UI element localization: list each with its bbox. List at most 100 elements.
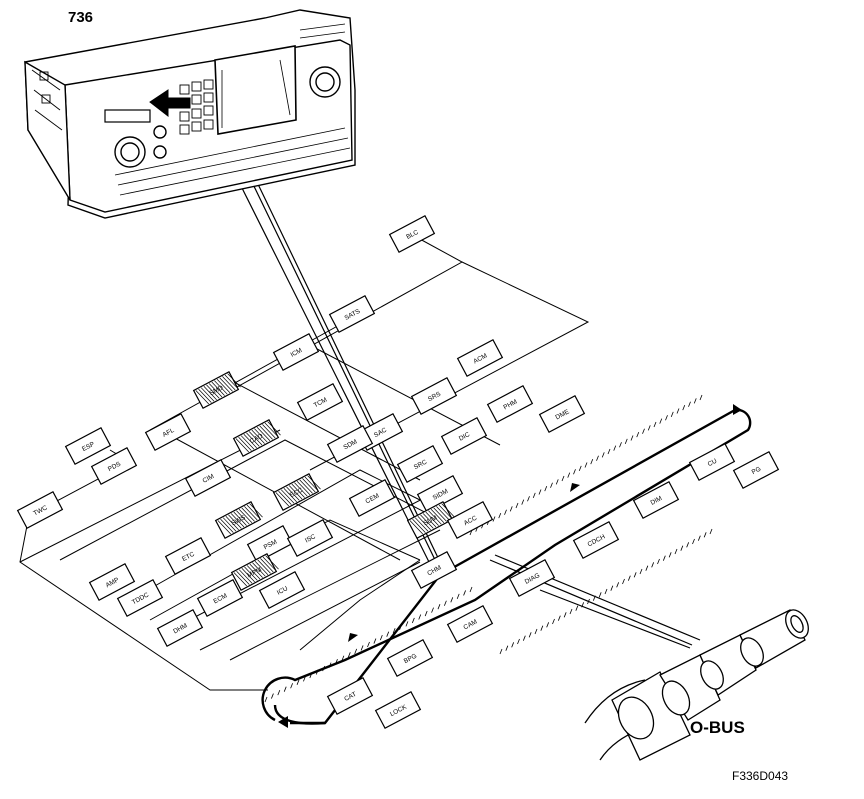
tick [418,614,422,620]
node-label: ICM [290,347,304,359]
control-unit-acc: ACC [446,500,494,540]
control-unit-mpm: MPM [230,552,279,592]
node-box [572,520,620,560]
tick [676,408,680,414]
node-label: DIM [650,495,664,507]
tick [411,617,415,624]
tick [322,665,326,672]
control-unit-pds: PDS [90,446,138,486]
node-hatch [222,376,236,391]
node-box [144,412,192,452]
node-hatch [233,572,248,587]
tick [544,485,548,492]
node-label: ICU [276,585,289,597]
tick [639,568,643,575]
node-box [116,578,164,618]
node-box [410,550,458,590]
tick [662,555,666,561]
node-hatch [257,559,271,574]
node-hatch [246,432,260,447]
control-unit-chm: CHM [410,550,458,590]
tick [264,696,268,703]
node-hatch [235,438,250,453]
node-box [632,480,680,520]
node-box [258,570,306,610]
node-hatch [417,516,431,531]
node-hatch [296,480,311,496]
tick [283,686,287,692]
control-unit-cad: CAD [232,418,281,458]
tick [399,624,402,630]
node-hatch [249,503,263,518]
tick [630,435,634,441]
tick [590,458,594,465]
control-unit-ecm: ECM [196,578,244,618]
node-box [156,608,204,648]
control-unit-acm: ACM [456,338,504,378]
control-unit-nodes: BLCSATSACMICMSRSPHMDMESMDAFLESPPDSTCMCAD… [16,214,780,730]
control-unit-lock: LOCK [374,690,422,730]
node-hatch [283,488,297,503]
tick [610,585,614,591]
node-box [348,478,396,518]
tick [271,693,274,699]
tick [627,575,631,581]
tick [379,634,383,641]
tick [668,552,672,558]
tick [527,496,530,502]
node-hatch [262,424,276,439]
tick [616,582,620,588]
tick [517,638,520,645]
node-label: DIC [458,431,471,443]
node-hatch [233,511,247,526]
tick [596,455,599,461]
node-box [446,500,494,540]
node-hatch [307,475,321,490]
control-unit-twc: TWC [16,490,64,530]
tick [651,562,655,568]
node-box [272,472,320,512]
control-unit-diag: DIAG [508,558,556,598]
tick [569,608,573,615]
tick [424,610,428,617]
node-hatch [304,476,319,491]
tick [296,679,300,685]
node-hatch [252,562,266,577]
tick [450,597,454,603]
tick [303,676,306,682]
tick [709,528,713,535]
tick [498,512,502,519]
tick [509,506,513,512]
node-label: CU [707,457,719,468]
tick [532,492,536,499]
control-unit-src: SRC [396,444,444,484]
tick [538,489,542,495]
tick [622,578,625,585]
node-hatch [412,518,426,533]
node-hatch [291,483,305,498]
tick [335,659,338,665]
tick [665,415,668,421]
tick [515,502,519,509]
node-hatch [208,383,223,398]
tick [492,516,496,522]
control-unit-afl: AFL [144,412,192,452]
node-hatch [425,511,439,526]
node-hatch [302,478,316,493]
node-box [386,638,434,678]
node-hatch [206,384,220,399]
node-hatch [267,421,281,436]
tick [499,648,503,655]
part-reference-label: 736 [68,9,93,26]
tick [697,535,701,541]
node-box [326,676,374,716]
tick [504,509,507,515]
tick [680,545,684,551]
node-hatch [259,425,273,440]
control-unit-cim: CIM [184,458,232,498]
tick [607,448,611,455]
node-box [406,500,454,540]
node-box [326,424,374,464]
control-unit-isc: ISC [286,518,334,558]
node-box [440,416,488,456]
